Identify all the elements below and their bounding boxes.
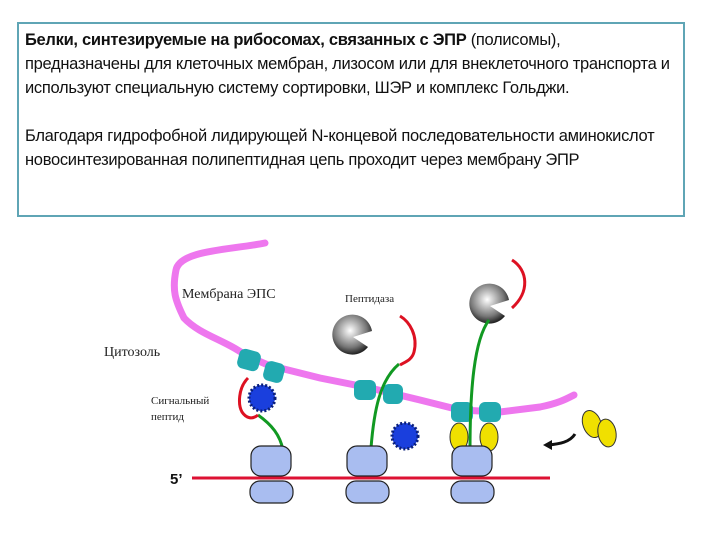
peptidase-1 bbox=[332, 314, 372, 355]
signal-peptide-label-2: пептид bbox=[151, 411, 184, 423]
cleaved-signal-1 bbox=[399, 314, 417, 367]
paragraph-1: Белки, синтезируемые на рибосомах, связа… bbox=[25, 28, 677, 100]
er-membrane bbox=[170, 239, 578, 416]
peptide-chain-1 bbox=[257, 413, 285, 451]
description-textbox: Белки, синтезируемые на рибосомах, связа… bbox=[17, 22, 685, 217]
paragraph-1-bold: Белки, синтезируемые на рибосомах, связа… bbox=[25, 31, 467, 49]
peptide-chain-3 bbox=[468, 319, 491, 451]
paragraph-1-rest: (полисомы), предназначены для клеточных … bbox=[25, 31, 670, 97]
ribosome-3 bbox=[450, 445, 495, 504]
cleaved-signal-2 bbox=[510, 258, 527, 310]
five-prime-label: 5’ bbox=[170, 471, 183, 488]
peptidase-label: Пептидаза bbox=[345, 293, 394, 305]
membrane-label: Мембрана ЭПС bbox=[182, 287, 276, 302]
translocon-2 bbox=[354, 380, 403, 404]
signal-peptide bbox=[238, 376, 259, 420]
cytosol-label: Цитозоль bbox=[104, 345, 160, 360]
translocon-1 bbox=[237, 348, 285, 383]
chaperone-free-1 bbox=[581, 409, 603, 439]
ribosome-2 bbox=[345, 445, 390, 504]
peptidase-2 bbox=[469, 283, 509, 324]
translocon-3 bbox=[451, 402, 501, 422]
srp-1 bbox=[247, 383, 277, 413]
peptide-chain-2 bbox=[369, 362, 400, 449]
ribosome-1 bbox=[249, 445, 294, 504]
arrow-icon bbox=[547, 433, 577, 447]
chaperone-free-2 bbox=[597, 418, 617, 448]
paragraph-2: Благодаря гидрофобной лидирующей N-конце… bbox=[25, 127, 655, 169]
srp-2 bbox=[390, 421, 420, 451]
signal-peptide-label-1: Сигнальный bbox=[151, 395, 209, 407]
